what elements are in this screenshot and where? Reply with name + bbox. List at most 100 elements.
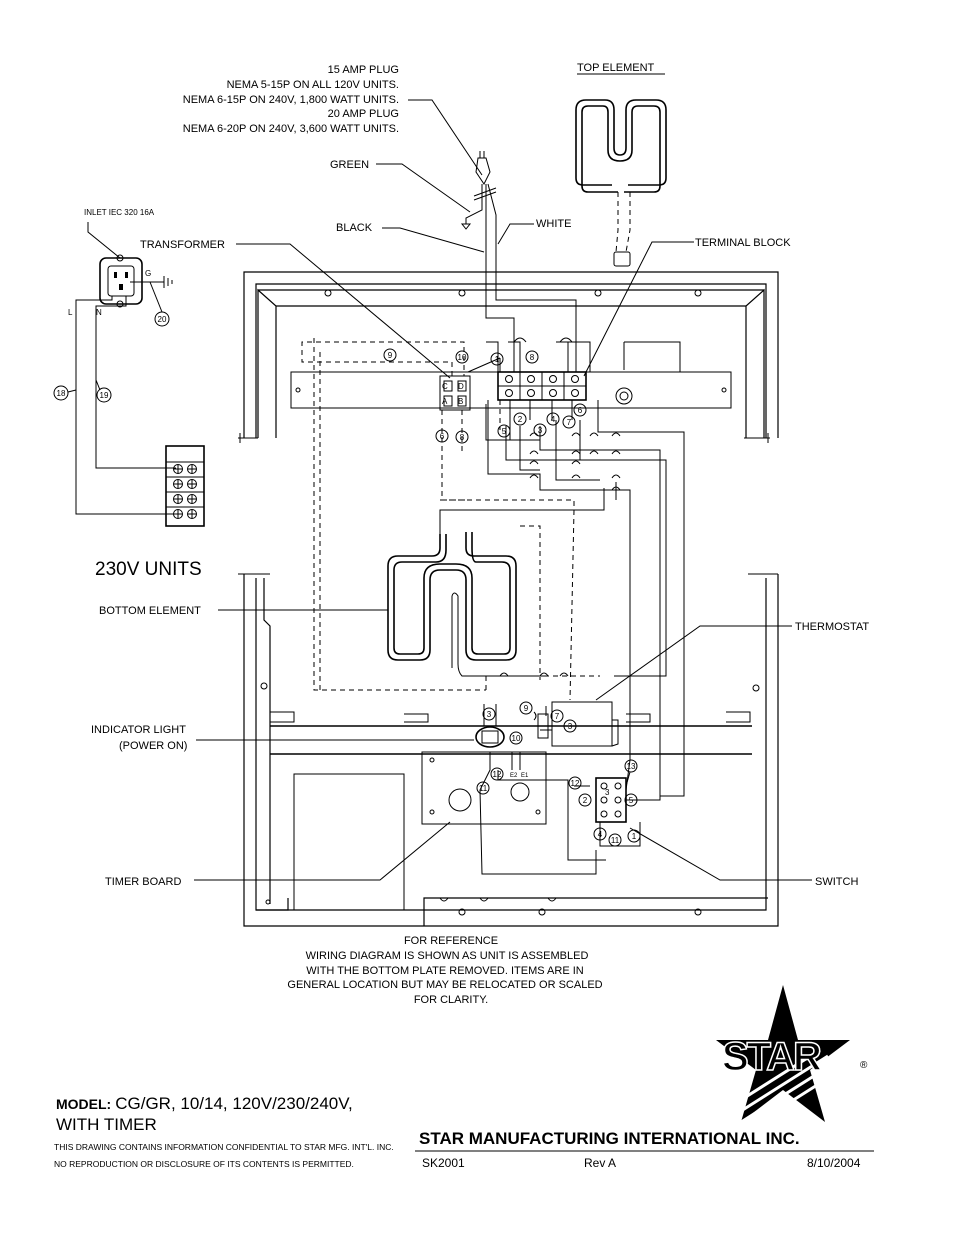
note-line-2: WIRING DIAGRAM IS SHOWN AS UNIT IS ASSEM… — [306, 950, 589, 962]
svg-text:5: 5 — [502, 427, 507, 436]
wire-number-12b: 12 — [568, 776, 582, 790]
white-leader — [497, 223, 534, 245]
svg-text:8: 8 — [460, 433, 465, 442]
indicator-light-label-1: INDICATOR LIGHT — [91, 724, 186, 736]
plug-callout: 15 AMP PLUG NEMA 5-15P ON ALL 120V UNITS… — [183, 64, 399, 135]
svg-text:7: 7 — [567, 418, 572, 427]
logo-text: STAR — [722, 1035, 822, 1079]
inlet-g-label: G — [145, 269, 151, 278]
chassis-ground-icon — [163, 276, 173, 288]
wire-number-3a: 3 — [533, 423, 547, 437]
plug-line-4: 20 AMP PLUG — [328, 108, 399, 120]
wire-20-leader — [149, 281, 163, 313]
wire-number-1b: 1 — [627, 829, 641, 843]
wire-11-path — [479, 752, 597, 875]
wire-number-19: 19 — [96, 387, 112, 403]
drawing-number: SK2001 — [422, 1156, 465, 1170]
wire-number-7b: 7 — [550, 709, 564, 723]
wire-number-2b: 2 — [578, 793, 592, 807]
wire-number-1a: 1 — [490, 352, 504, 366]
model-label: MODEL: — [56, 1096, 111, 1112]
indicator-light-icon — [475, 704, 505, 748]
top-element-icon — [575, 99, 667, 267]
svg-text:3: 3 — [568, 722, 573, 731]
transformer-leader — [236, 243, 451, 379]
revision: Rev A — [584, 1156, 616, 1170]
svg-text:10: 10 — [458, 353, 467, 362]
svg-text:12: 12 — [571, 779, 580, 788]
inlet-leader — [87, 222, 121, 259]
drawing-date: 8/10/2004 — [807, 1156, 861, 1170]
svg-text:19: 19 — [100, 391, 109, 400]
transformer-b: B — [458, 397, 463, 406]
wire-number-5b: 5 — [624, 793, 638, 807]
terminal-block-label: TERMINAL BLOCK — [695, 237, 791, 249]
plug-leader — [408, 99, 483, 176]
thermostat-icon — [551, 701, 619, 747]
terminal-block-icon — [497, 371, 633, 405]
svg-text:11: 11 — [611, 836, 620, 845]
bottom-element-icon — [387, 532, 548, 677]
wire-number-11a: 11 — [476, 781, 490, 795]
wire-number-3c: 3 — [563, 719, 577, 733]
timer-board-icon — [293, 751, 547, 911]
black-leader — [382, 227, 485, 253]
wire-number-12a: 12 — [490, 767, 504, 781]
plug-line-2: NEMA 5-15P ON ALL 120V UNITS. — [227, 79, 399, 91]
switch-icon — [574, 771, 641, 847]
plug-line-1: 15 AMP PLUG — [328, 64, 399, 76]
thermostat-label: THERMOSTAT — [795, 621, 869, 633]
green-label: GREEN — [330, 159, 369, 171]
logo-registered: ® — [860, 1060, 868, 1071]
wire-19 — [95, 296, 176, 469]
note-line-3: WITH THE BOTTOM PLATE REMOVED. ITEMS ARE… — [306, 965, 584, 977]
transformer-label: TRANSFORMER — [140, 239, 225, 251]
wire-number-11b: 11 — [608, 833, 622, 847]
upper-wiring — [301, 248, 685, 801]
e1-label: E1 — [521, 773, 529, 779]
thermostat-leader — [595, 625, 792, 701]
lower-rail — [270, 711, 752, 755]
white-cord — [487, 183, 497, 248]
wire-number-9a: 9 — [383, 348, 397, 362]
wire-number-8a: 8 — [525, 350, 539, 364]
230v-units-label: 230V UNITS — [95, 559, 202, 580]
svg-text:20: 20 — [158, 315, 167, 324]
svg-text:2: 2 — [583, 796, 588, 805]
transformer-icon — [439, 375, 471, 411]
inlet-icon — [99, 254, 143, 308]
svg-text:8: 8 — [530, 353, 535, 362]
note-line-4: GENERAL LOCATION BUT MAY BE RELOCATED OR… — [287, 979, 602, 991]
timer-board-leader — [194, 821, 451, 881]
indicator-light-label-2: (POWER ON) — [119, 740, 187, 752]
wire-number-20: 20 — [154, 311, 170, 327]
svg-text:3: 3 — [487, 710, 492, 719]
svg-text:4: 4 — [551, 415, 556, 424]
svg-text:6: 6 — [440, 432, 445, 441]
wire-number-9b: 9 — [519, 701, 533, 715]
inlet-terminal-strip — [165, 445, 205, 527]
wire-18-leader — [67, 389, 77, 393]
timer-board-label: TIMER BOARD — [105, 876, 181, 888]
ground-symbol — [460, 223, 472, 230]
wire-number-6b: 6 — [573, 403, 587, 417]
svg-text:13: 13 — [627, 762, 636, 771]
switch-leader — [629, 827, 812, 881]
transformer-d: D — [458, 382, 464, 391]
wire-12-path — [497, 770, 606, 861]
svg-text:9: 9 — [388, 351, 393, 360]
transformer-a: A — [442, 397, 448, 406]
confidential-line-1: THIS DRAWING CONTAINS INFORMATION CONFID… — [54, 1142, 394, 1152]
wire-18 — [75, 296, 176, 515]
wire-number-6a: 6 — [435, 429, 449, 443]
wire-number-18: 18 — [53, 385, 69, 401]
note-line-1: FOR REFERENCE — [404, 935, 498, 947]
svg-text:1: 1 — [495, 355, 500, 364]
bottom-element-label: BOTTOM ELEMENT — [99, 605, 201, 617]
svg-text:10: 10 — [512, 734, 521, 743]
svg-text:2: 2 — [518, 415, 523, 424]
wire-number-10b: 10 — [509, 731, 523, 745]
model-value-2: WITH TIMER — [56, 1115, 157, 1134]
plug-icon — [473, 151, 497, 201]
